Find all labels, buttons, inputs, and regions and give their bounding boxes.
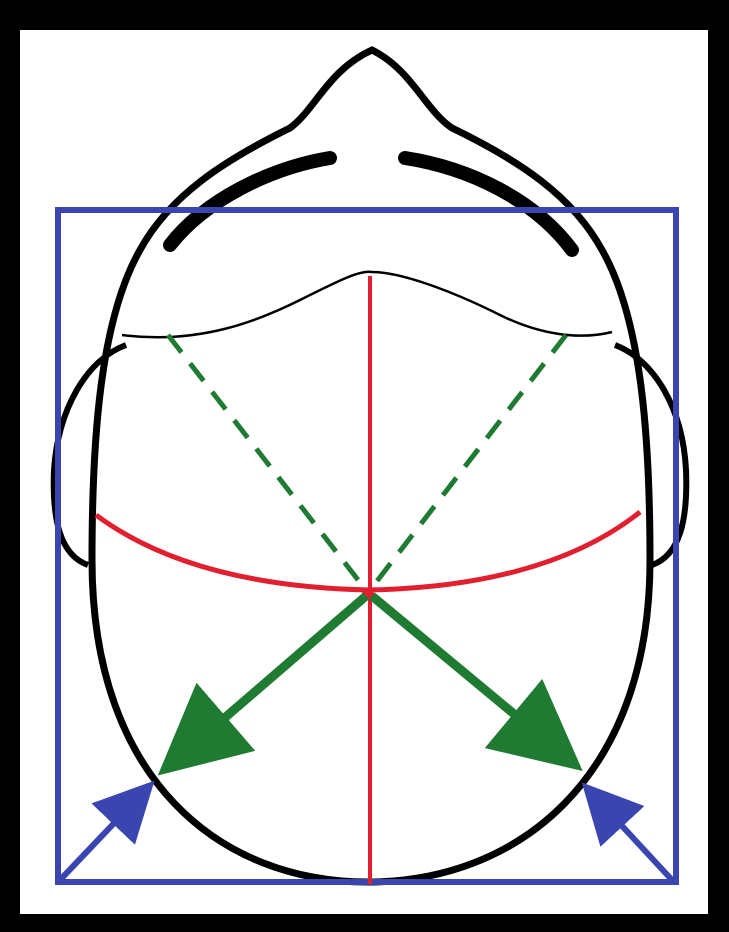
left-brow: [170, 158, 330, 245]
arrow-down-left-icon: [185, 596, 366, 752]
arrow-up-right-icon: [60, 798, 138, 880]
hairline: [122, 272, 612, 338]
right-brow: [405, 158, 572, 250]
right-dashed-guide: [374, 335, 566, 585]
arrow-up-left-icon: [598, 800, 672, 880]
arrow-down-right-icon: [372, 596, 555, 748]
left-dashed-guide: [168, 335, 362, 585]
